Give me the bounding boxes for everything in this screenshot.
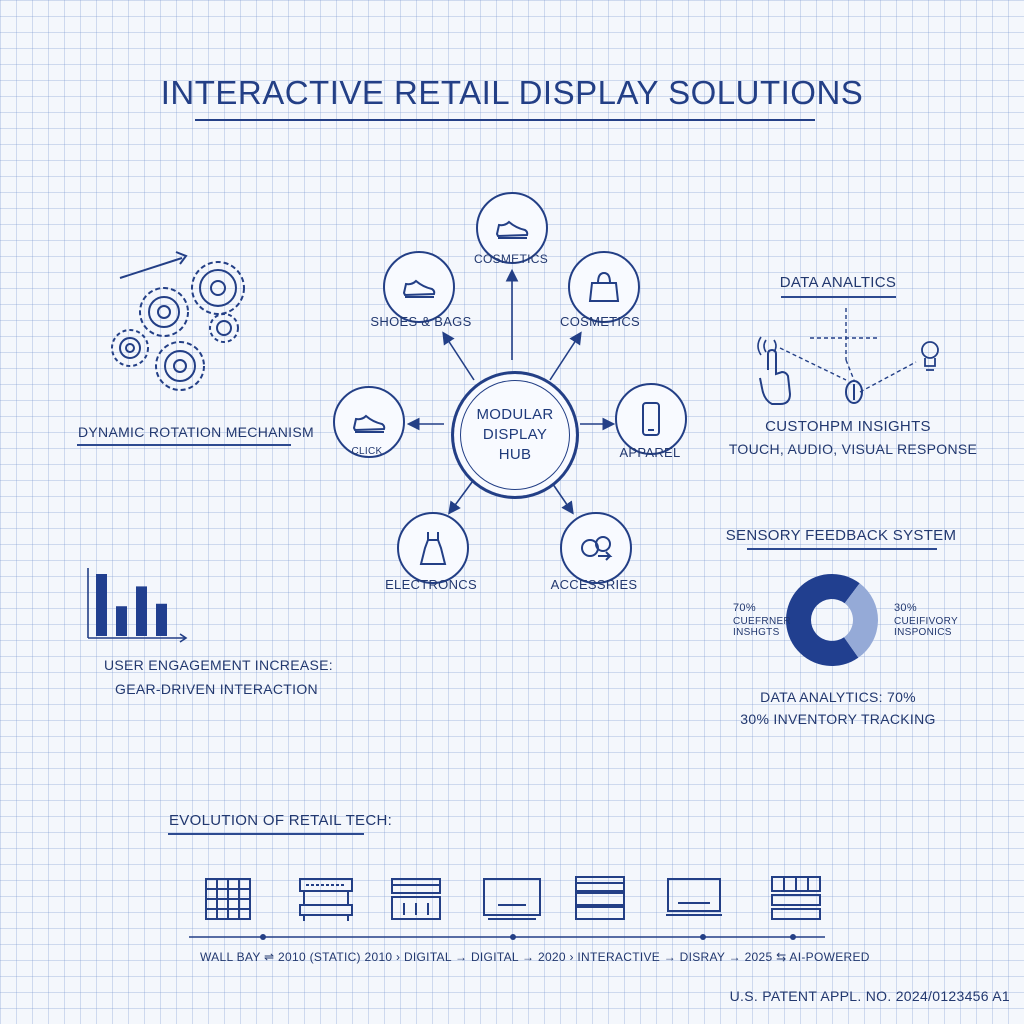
node-lower-right	[560, 512, 632, 584]
shoe-icon	[352, 414, 386, 433]
wall-bay-icon	[205, 878, 251, 920]
sensory-title-underline	[747, 548, 937, 550]
node-left	[333, 386, 405, 458]
display-screen-icon	[666, 878, 722, 916]
shoe-icon	[495, 220, 529, 239]
timeline-axis	[189, 934, 825, 940]
donut-right-label: CUEIFIVORY INSPONICS	[894, 616, 958, 638]
node-right	[615, 383, 687, 455]
shelf-unit-icon	[299, 878, 353, 921]
title-underline	[195, 119, 815, 121]
node-upper-left-label: SHOES & BAGS	[370, 314, 472, 329]
engagement-bar-chart	[87, 568, 188, 643]
dress-icon	[419, 532, 447, 565]
node-lower-left	[397, 512, 469, 584]
donut-right-pct: 30%	[894, 602, 917, 614]
timeline-title: EVOLUTION OF RETAIL TECH:	[169, 812, 393, 829]
engagement-label: USER ENGAGEMENT INCREASE:	[104, 657, 333, 673]
node-upper-left	[383, 251, 455, 323]
location-pin-icon	[845, 380, 863, 404]
node-left-label: CLICK	[351, 446, 383, 457]
gears-icon	[111, 251, 245, 391]
sound-icon	[757, 336, 777, 356]
accessories-icon	[581, 536, 613, 561]
node-right-label: APPAREL	[619, 445, 681, 460]
page-title: INTERACTIVE RETAIL DISPLAY SOLUTIONS	[160, 74, 864, 111]
hub-label: MODULAR DISPLAY HUB	[476, 406, 554, 463]
analytics-title-underline	[781, 296, 896, 298]
node-top	[476, 192, 548, 264]
engagement-sub-label: GEAR-DRIVEN INTERACTION	[115, 681, 318, 697]
lightbulb-icon	[921, 341, 939, 371]
timeline-caption: WALL BAY ⇌ 2010 (STATIC) 2010 › DIGITAL …	[200, 950, 870, 964]
timeline-title-underline	[168, 833, 364, 835]
engagement-bar	[136, 586, 147, 636]
donut-summary-1: DATA ANALYTICS: 70%	[760, 689, 916, 705]
digital-screen-icon	[483, 878, 541, 920]
gears-label: DYNAMIC ROTATION MECHANISM	[78, 424, 314, 440]
insights-label: CUSTOHPM INSIGHTS	[765, 418, 931, 435]
patent-number: U.S. PATENT APPL. NO. 2024/0123456 A1	[729, 988, 1010, 1004]
drawer-unit-icon	[391, 878, 441, 920]
node-upper-right-label: COSMETICS	[560, 314, 640, 329]
donut-slice	[844, 583, 878, 658]
gears-label-underline	[77, 444, 291, 446]
analytics-network	[757, 308, 939, 405]
engagement-bar	[156, 603, 167, 636]
node-upper-right	[568, 251, 640, 323]
engagement-bar	[96, 574, 107, 636]
smartphone-icon	[642, 402, 660, 436]
insights-sub-label: TOUCH, AUDIO, VISUAL RESPONSE	[728, 441, 978, 457]
shelf-unit-icon	[575, 876, 625, 920]
analytics-title: DATA ANALTICS	[779, 274, 897, 291]
donut-slice	[786, 574, 860, 666]
smart-shelf-icon	[771, 876, 821, 920]
node-lower-right-label: ACCESSRIES	[550, 577, 638, 592]
engagement-bar	[116, 606, 127, 636]
node-top-label: COSMETICS	[473, 252, 549, 266]
touch-icon	[759, 348, 792, 405]
handbag-icon	[588, 271, 620, 302]
donut-left-pct: 70%	[733, 602, 756, 614]
sensory-title: SENSORY FEEDBACK SYSTEM	[725, 527, 957, 544]
shoe-icon	[402, 279, 436, 298]
donut-summary-2: 30% INVENTORY TRACKING	[740, 711, 936, 727]
donut-left-label: CUEFRNER INSHGTS	[733, 616, 791, 638]
node-lower-left-label: ELECTRONCS	[385, 577, 477, 592]
sensory-donut-chart	[786, 574, 878, 666]
modular-display-hub: MODULAR DISPLAY HUB	[451, 371, 579, 499]
